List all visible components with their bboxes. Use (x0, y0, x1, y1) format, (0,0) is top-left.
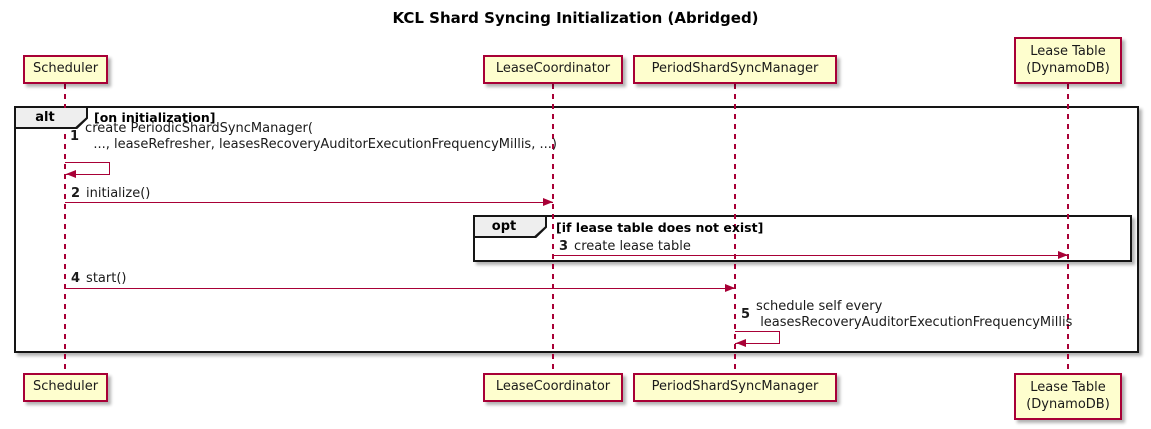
diagram-title: KCL Shard Syncing Initialization (Abridg… (392, 9, 759, 27)
participant-label: LeaseCoordinator (495, 379, 611, 395)
lifeline-leasecoordinator (552, 84, 554, 373)
alt-guard: [on initialization] (94, 110, 216, 125)
participant-label: PeriodShardSyncManager (651, 61, 819, 77)
participant-leasecoordinator-bottom: LeaseCoordinator (483, 373, 623, 402)
message-3-text: create lease table (574, 239, 691, 254)
participant-label: Scheduler (32, 61, 99, 77)
opt-operator-tab: opt (475, 217, 547, 238)
participant-label: Lease Table (DynamoDB) (1026, 43, 1110, 76)
message-2-label: 2 initialize() (71, 186, 150, 202)
alt-operator-label: alt (16, 108, 86, 127)
message-4-number: 4 (71, 271, 81, 287)
message-4-arrowhead-icon (725, 284, 735, 292)
message-4-label: 4 start() (71, 271, 126, 287)
message-4-arrow (65, 288, 735, 289)
alt-operator-tab: alt (16, 108, 88, 129)
lifeline-leasetable (1067, 84, 1069, 373)
message-3-arrow (553, 255, 1068, 256)
participant-scheduler-top: Scheduler (23, 55, 108, 84)
message-1-arrowhead-icon (66, 170, 76, 178)
message-3-label: 3 create lease table (559, 239, 691, 255)
message-1-self-arrow (65, 162, 110, 175)
participant-leasecoordinator-top: LeaseCoordinator (483, 55, 623, 84)
message-5-number: 5 (741, 307, 751, 322)
alt-operator-text: alt (35, 110, 55, 125)
participant-leasetable-top: Lease Table (DynamoDB) (1014, 37, 1122, 84)
message-1-number: 1 (70, 129, 80, 144)
message-5-self-arrow (735, 331, 780, 344)
participant-periodshardsyncmanager-top: PeriodShardSyncManager (633, 55, 837, 84)
lifeline-periodshardsyncmanager (734, 84, 736, 373)
opt-operator-label: opt (475, 217, 545, 236)
opt-frame (473, 215, 1132, 262)
message-1-label: 1 create PeriodicShardSyncManager( ..., … (70, 121, 557, 152)
participant-label: Scheduler (32, 379, 99, 395)
opt-operator-text: opt (491, 219, 517, 234)
message-2-text: initialize() (86, 186, 151, 201)
participant-label: PeriodShardSyncManager (651, 379, 819, 395)
message-5-label: 5 schedule self every leasesRecoveryAudi… (741, 299, 1072, 330)
message-3-arrowhead-icon (1058, 251, 1068, 259)
participant-leasetable-bottom: Lease Table (DynamoDB) (1014, 373, 1122, 420)
opt-guard: [if lease table does not exist] (556, 220, 764, 235)
lifeline-scheduler (64, 84, 66, 373)
participant-label: LeaseCoordinator (495, 61, 611, 77)
participant-scheduler-bottom: Scheduler (23, 373, 108, 402)
message-5-text: schedule self every leasesRecoveryAudito… (756, 299, 1073, 330)
message-3-number: 3 (559, 239, 569, 255)
message-2-arrowhead-icon (543, 198, 553, 206)
message-2-arrow (65, 202, 553, 203)
message-4-text: start() (86, 271, 127, 286)
message-2-number: 2 (71, 186, 81, 202)
message-1-text: create PeriodicShardSyncManager( ..., le… (85, 121, 557, 152)
participant-periodshardsyncmanager-bottom: PeriodShardSyncManager (633, 373, 837, 402)
message-5-arrowhead-icon (736, 339, 746, 347)
participant-label: Lease Table (DynamoDB) (1026, 379, 1110, 412)
